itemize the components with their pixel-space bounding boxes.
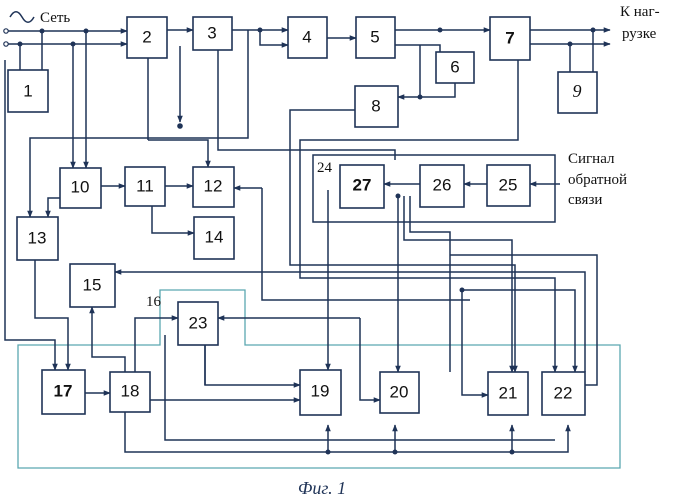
svg-text:12: 12 [204, 176, 223, 195]
block-3: 3 [193, 17, 232, 50]
feedback-label-line1: Сигнал [568, 151, 615, 167]
svg-text:11: 11 [136, 176, 154, 195]
block-26: 26 [420, 165, 464, 207]
block-12: 12 [193, 167, 234, 207]
block-23: 23 [178, 302, 218, 345]
svg-text:4: 4 [302, 27, 311, 46]
block-4: 4 [288, 17, 327, 58]
svg-text:21: 21 [499, 383, 518, 402]
svg-text:8: 8 [371, 96, 380, 115]
block-25: 25 [487, 165, 530, 206]
svg-text:10: 10 [71, 177, 90, 196]
figure-caption: Фиг. 1 [298, 478, 346, 498]
svg-text:5: 5 [370, 27, 379, 46]
svg-text:22: 22 [554, 383, 573, 402]
svg-text:19: 19 [311, 381, 330, 400]
load-label-line2: рузке [622, 26, 657, 42]
svg-text:3: 3 [207, 23, 216, 42]
block-18: 18 [110, 372, 150, 412]
mains-label: Сеть [40, 10, 70, 26]
block-19: 19 [300, 370, 341, 415]
block-17: 17 [42, 370, 85, 414]
block-22: 22 [542, 372, 585, 415]
block-21: 21 [488, 372, 528, 415]
block-6: 6 [436, 52, 474, 83]
svg-text:1: 1 [23, 81, 32, 100]
feedback-label-line2: обратной [568, 172, 627, 188]
block-27: 27 [340, 165, 384, 208]
load-label-line1: К наг- [620, 4, 660, 20]
ac-wave-icon [10, 12, 34, 23]
block-10: 10 [60, 168, 101, 208]
svg-text:27: 27 [353, 175, 372, 194]
block-7: 7 [490, 17, 530, 60]
block-11: 11 [125, 167, 165, 206]
block-2: 2 [127, 17, 167, 58]
svg-text:25: 25 [499, 175, 518, 194]
feedback-label-line3: связи [568, 192, 602, 208]
mains-terminal-top [4, 29, 8, 33]
block-8: 8 [355, 86, 398, 127]
callout-16: 16 [146, 294, 162, 310]
block-1: 1 [8, 70, 48, 112]
svg-text:15: 15 [83, 275, 102, 294]
svg-text:13: 13 [28, 228, 47, 247]
svg-text:2: 2 [142, 27, 151, 46]
svg-text:7: 7 [505, 28, 514, 47]
block-9: 9 [558, 72, 597, 113]
mains-terminal-bottom [4, 42, 8, 46]
block-14: 14 [194, 217, 234, 259]
block-20: 20 [380, 372, 419, 413]
svg-text:18: 18 [121, 381, 140, 400]
block-5: 5 [356, 17, 395, 58]
svg-text:23: 23 [189, 313, 208, 332]
block-15: 15 [70, 264, 115, 307]
block-13: 13 [17, 217, 58, 260]
svg-text:9: 9 [573, 81, 582, 101]
svg-text:20: 20 [390, 382, 409, 401]
svg-text:14: 14 [205, 227, 224, 246]
svg-text:26: 26 [433, 175, 452, 194]
svg-text:17: 17 [54, 381, 73, 400]
callout-24: 24 [317, 160, 333, 176]
svg-text:6: 6 [450, 57, 459, 76]
